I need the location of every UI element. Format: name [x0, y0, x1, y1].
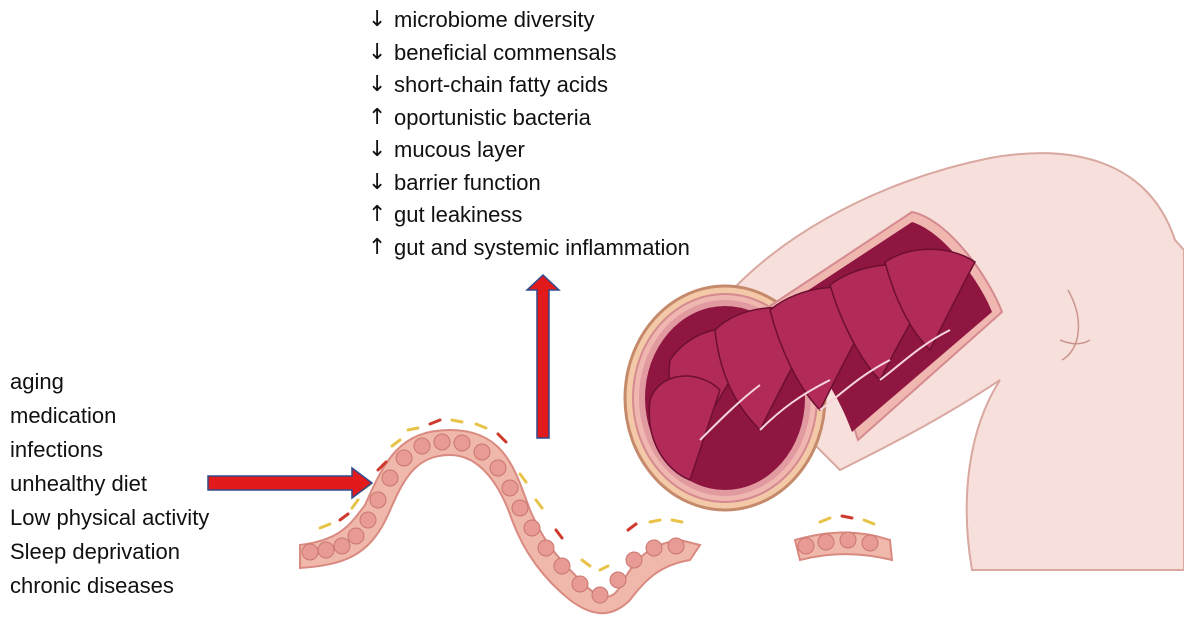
factor-arrow — [208, 468, 372, 498]
effect-arrow — [527, 275, 559, 438]
